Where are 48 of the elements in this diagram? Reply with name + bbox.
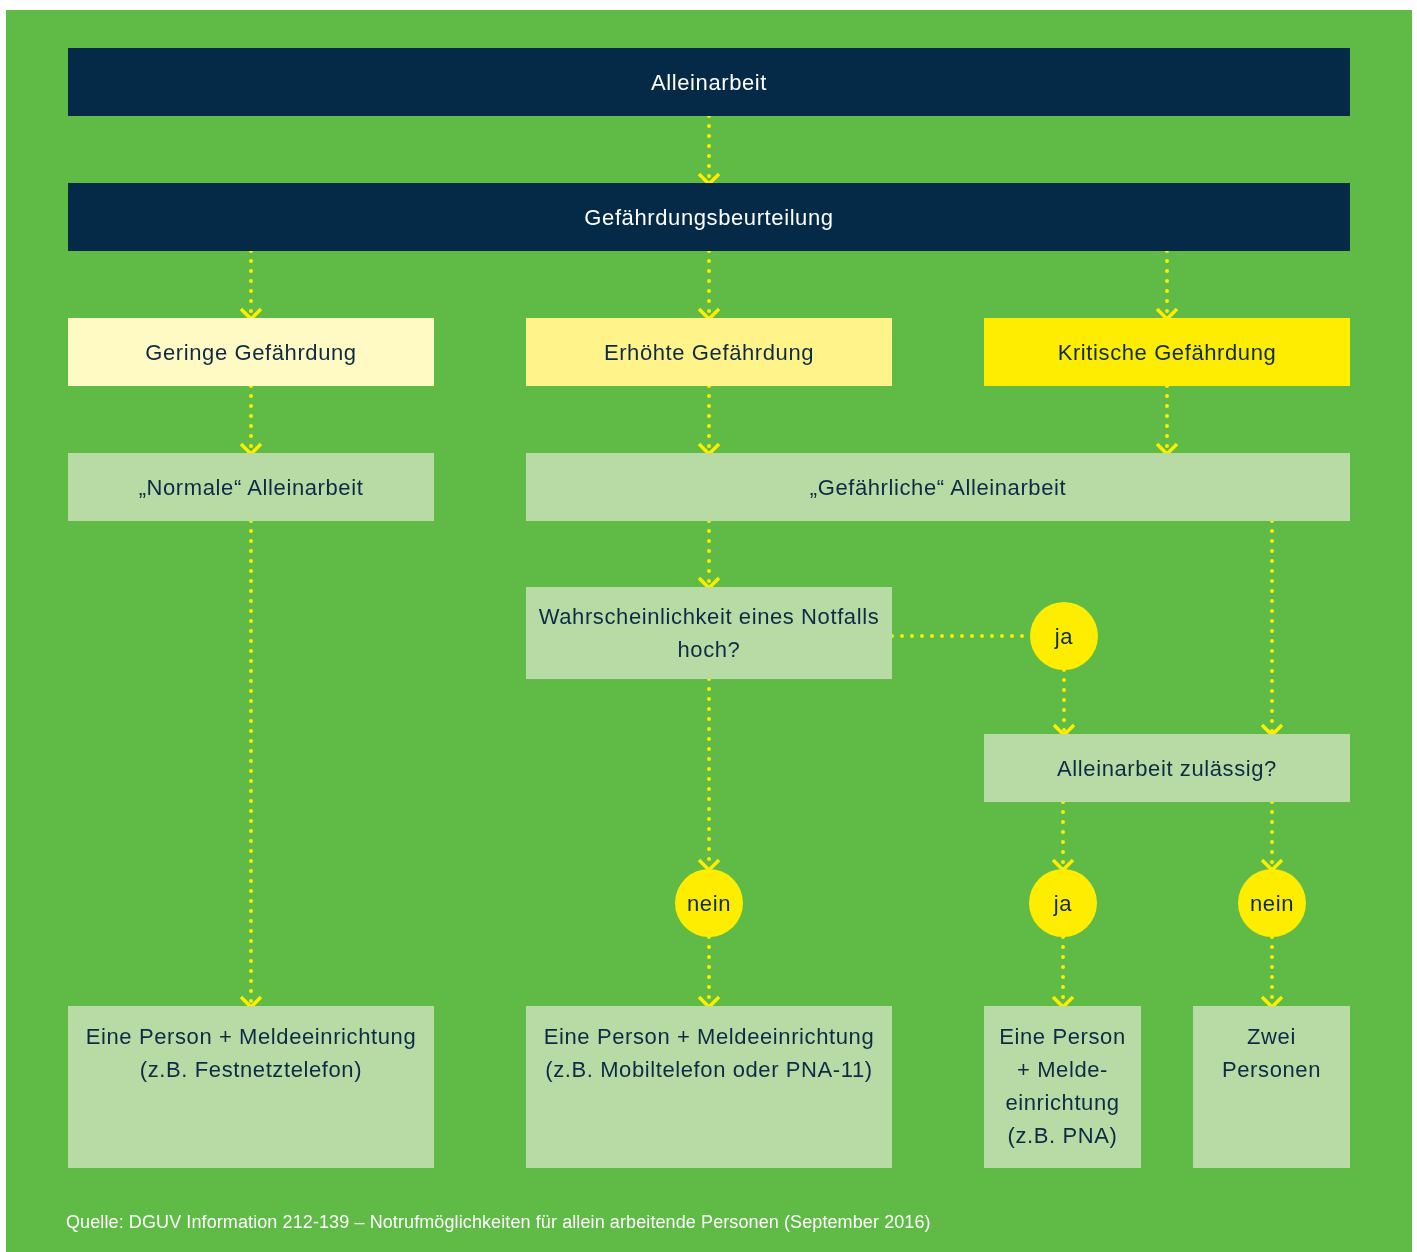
- dotted-arrow: [1260, 519, 1284, 737]
- dotted-arrow: [697, 249, 721, 321]
- process-box: [984, 318, 1350, 386]
- process-box: [526, 453, 1350, 521]
- node-label: Eine Person + Meldeeinrichtung (z.B. Mobiltelefon oder PNA-11): [542, 1023, 876, 1084]
- node-label: Eine Person + Meldeeinrichtung (z.B. Festnetztelefon): [84, 1023, 418, 1084]
- node-label: Kritische Gefährdung: [1057, 338, 1277, 367]
- process-box: [68, 453, 434, 521]
- dotted-arrow: [239, 384, 263, 456]
- result-box: [984, 1006, 1141, 1168]
- node-label: Gefährdungsbeurteilung: [584, 203, 834, 232]
- source-caption: Quelle: DGUV Information 212-139 – Notrufmöglichkeiten für allein arbeitende Personen (September 2016): [66, 1212, 932, 1233]
- node-label: Geringe Gefährdung: [145, 338, 357, 367]
- dotted-arrow: [1260, 935, 1284, 1009]
- dotted-arrow: [239, 249, 263, 321]
- dotted-arrow: [1155, 384, 1179, 456]
- result-box: [526, 1006, 892, 1168]
- process-box: [68, 318, 434, 386]
- node-label: ja: [1053, 889, 1073, 918]
- node-label: Wahrscheinlichkeit eines Notfalls hoch?: [538, 603, 880, 664]
- dotted-arrow: [1260, 800, 1284, 872]
- node-label: Zwei Personen: [1221, 1023, 1322, 1084]
- node-label: ja: [1054, 622, 1074, 651]
- process-box: [526, 587, 892, 679]
- dotted-arrow: [1051, 800, 1075, 872]
- dotted-arrow: [697, 519, 721, 590]
- result-box: [1193, 1006, 1350, 1168]
- node-label: Erhöhte Gefährdung: [603, 338, 815, 367]
- node-label: Eine Person + Melde- einrichtung (z.B. PNA): [998, 1023, 1127, 1150]
- dotted-arrow: [697, 384, 721, 456]
- node-label: „Normale“ Alleinarbeit: [138, 473, 364, 502]
- dotted-arrow: [239, 519, 263, 1009]
- dotted-arrow: [697, 677, 721, 872]
- dotted-arrow: [1051, 935, 1075, 1009]
- dotted-arrow: [1155, 249, 1179, 321]
- dotted-arrow: [1052, 668, 1076, 737]
- node-label: „Gefährliche“ Alleinarbeit: [809, 473, 1067, 502]
- process-box: [526, 318, 892, 386]
- node-label: nein: [687, 889, 731, 918]
- result-box: [68, 1006, 434, 1168]
- node-label: nein: [1250, 889, 1294, 918]
- dotted-arrow: [697, 935, 721, 1009]
- dotted-arrow: [697, 114, 721, 186]
- node-label: Alleinarbeit zulässig?: [1057, 754, 1277, 783]
- header-band: [68, 48, 1350, 116]
- process-box: [984, 734, 1350, 802]
- header-band: [68, 183, 1350, 251]
- node-label: Alleinarbeit: [650, 68, 767, 97]
